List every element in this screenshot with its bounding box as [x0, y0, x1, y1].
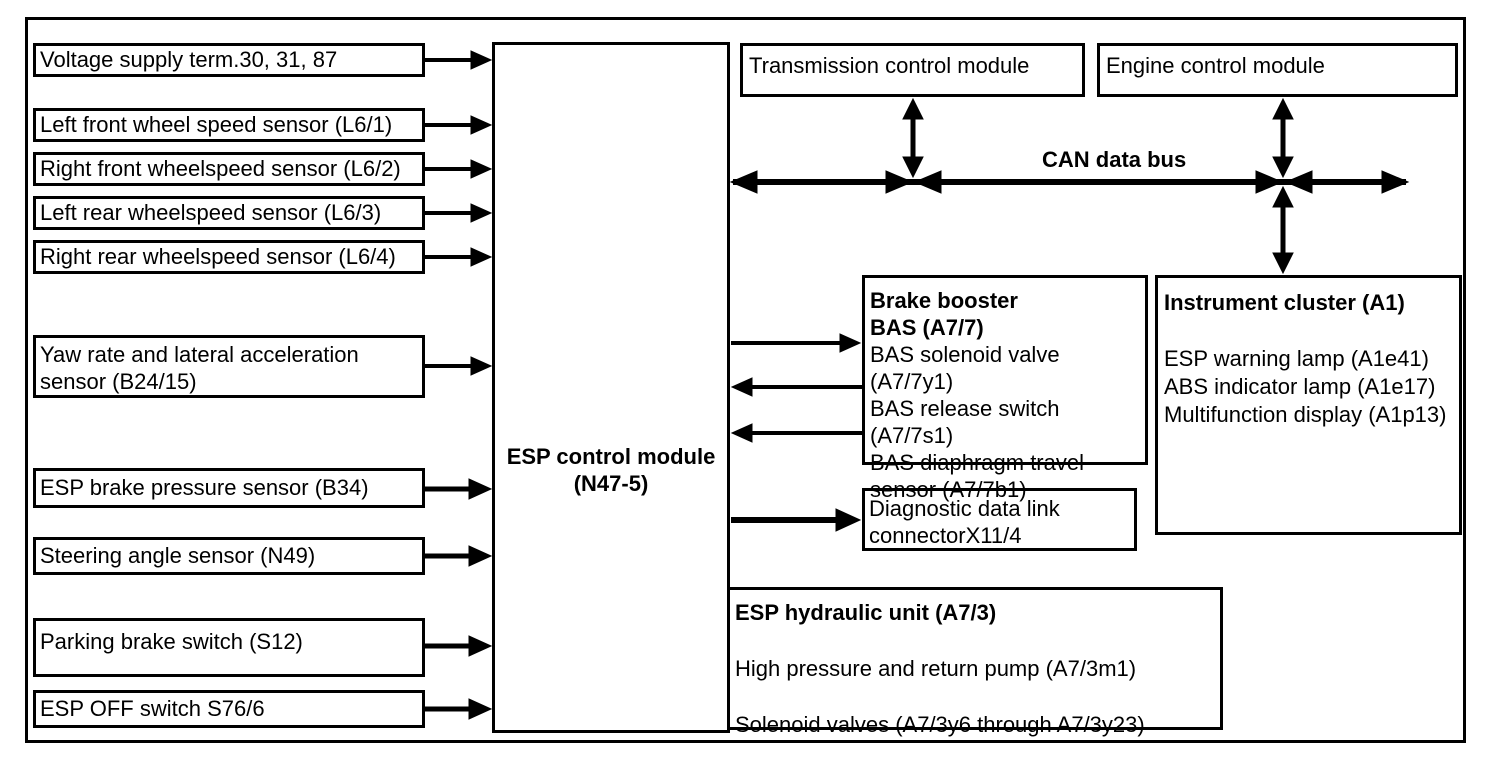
transmission-control-module-label: Transmission control module: [749, 53, 1030, 78]
input-label: Left rear wheelspeed sensor (L6/3): [40, 200, 382, 225]
input-label: Yaw rate and lateral acceleration sensor…: [40, 342, 359, 394]
input-box-right-front-wheelspeed: Right front wheelspeed sensor (L6/2): [33, 152, 425, 186]
input-box-right-rear-wheelspeed: Right rear wheelspeed sensor (L6/4): [33, 240, 425, 274]
brake-booster-bas-text: Brake booster BAS (A7/7) BAS solenoid va…: [870, 288, 1084, 502]
input-label: ESP OFF switch S76/6: [40, 696, 265, 721]
esp-control-module-label: ESP control module (N47-5): [506, 444, 716, 496]
input-box-voltage-supply: Voltage supply term.30, 31, 87: [33, 43, 425, 77]
transmission-control-module-box: Transmission control module: [740, 43, 1085, 97]
input-box-esp-brake-pressure: ESP brake pressure sensor (B34): [33, 468, 425, 508]
input-box-left-front-wheel-speed: Left front wheel speed sensor (L6/1): [33, 108, 425, 142]
input-label: Parking brake switch (S12): [40, 629, 303, 654]
esp-control-module-box: [492, 42, 730, 733]
input-box-left-rear-wheelspeed: Left rear wheelspeed sensor (L6/3): [33, 196, 425, 230]
engine-control-module-box: Engine control module: [1097, 43, 1458, 97]
input-box-yaw-rate-sensor: Yaw rate and lateral acceleration sensor…: [33, 335, 425, 398]
engine-control-module-label: Engine control module: [1106, 53, 1325, 78]
diagnostic-connector-box: [862, 488, 1137, 551]
instrument-cluster-text: Instrument cluster (A1) ESP warning lamp…: [1164, 290, 1447, 427]
input-label: ESP brake pressure sensor (B34): [40, 475, 369, 500]
esp-hydraulic-unit-box: [727, 587, 1223, 730]
input-box-esp-off-switch: ESP OFF switch S76/6: [33, 690, 425, 728]
input-label: Right front wheelspeed sensor (L6/2): [40, 156, 401, 181]
can-data-bus-label: CAN data bus: [1042, 147, 1187, 172]
input-box-steering-angle: Steering angle sensor (N49): [33, 537, 425, 575]
input-label: Left front wheel speed sensor (L6/1): [40, 112, 393, 137]
input-label: Steering angle sensor (N49): [40, 543, 316, 568]
diagram-outer-frame: [25, 17, 1466, 743]
input-label: Voltage supply term.30, 31, 87: [40, 47, 338, 72]
instrument-cluster-box: [1155, 275, 1462, 535]
input-label: Right rear wheelspeed sensor (L6/4): [40, 244, 396, 269]
input-box-parking-brake: Parking brake switch (S12): [33, 618, 425, 677]
diagnostic-connector-text: Diagnostic data link connectorX11/4: [869, 496, 1060, 548]
esp-hydraulic-unit-text: ESP hydraulic unit (A7/3) High pressure …: [735, 600, 1145, 737]
brake-booster-bas-box: [862, 275, 1148, 465]
